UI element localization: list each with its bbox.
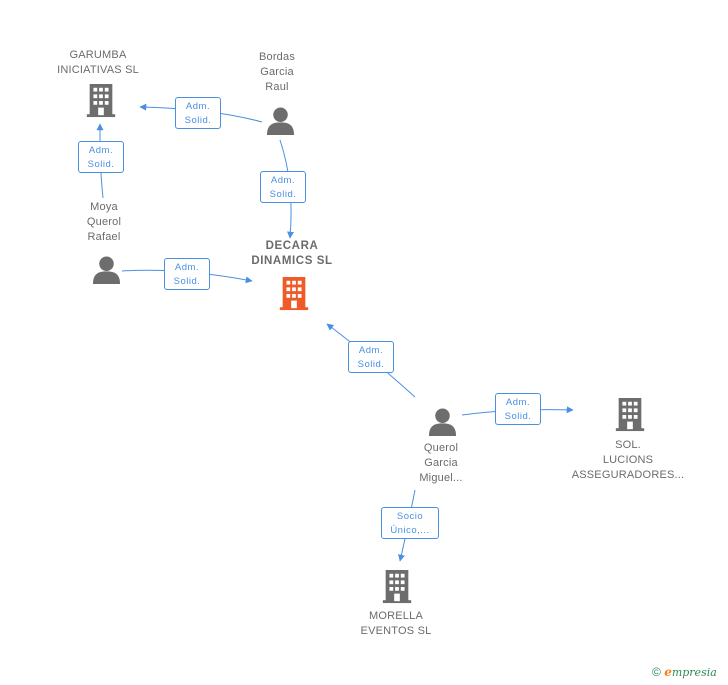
edge-label-querol-morella[interactable]: Socio Único,... <box>381 507 439 539</box>
sol-label-line-2: LUCIONS <box>602 454 654 466</box>
edge-label-line-1: Adm. <box>174 262 200 273</box>
decara-building-icon[interactable] <box>279 277 309 311</box>
edge-label-line-1: Adm. <box>185 101 211 112</box>
brand-logo-initial: e <box>664 665 672 679</box>
morella-label-line-2: EVENTOS SL <box>360 625 432 637</box>
querol-person-icon[interactable] <box>428 408 457 436</box>
edge-label-line-1: Adm. <box>270 175 296 186</box>
edge-label-moya-decara[interactable]: Adm. Solid. <box>164 258 210 290</box>
decara-label-line-2: DINAMICS SL <box>251 255 333 267</box>
edge-label-line-2: Solid. <box>357 359 385 370</box>
edge-lines <box>96 103 574 562</box>
querol-label-line-3: Miguel... <box>419 472 463 484</box>
decara-label-line-1: DECARA <box>265 240 319 252</box>
edge-label-moya-garumba[interactable]: Adm. Solid. <box>78 141 124 173</box>
garumba-label-line-1: GARUMBA <box>69 49 127 61</box>
moya-label[interactable]: Moya Querol Rafael <box>87 200 121 245</box>
edge-label-line-2: Único,... <box>390 525 430 536</box>
bordas-label[interactable]: Bordas Garcia Raul <box>259 50 295 95</box>
edge-label-line-1: Adm. <box>88 145 114 156</box>
edge-label-querol-sol[interactable]: Adm. Solid. <box>495 393 541 425</box>
morella-label[interactable]: MORELLA EVENTOS SL <box>361 609 432 639</box>
edge-label-bordas-garumba[interactable]: Adm. Solid. <box>175 97 221 129</box>
edge-label-line-2: Solid. <box>87 159 115 170</box>
brand-logo-text: mpresia <box>671 666 717 679</box>
edge-label-line-2: Solid. <box>269 189 297 200</box>
moya-label-line-3: Rafael <box>87 231 121 243</box>
edge-label-bordas-decara[interactable]: Adm. Solid. <box>260 171 306 203</box>
bordas-label-line-2: Garcia <box>260 66 294 78</box>
edge-label-line-1: Adm. <box>505 397 531 408</box>
decara-label[interactable]: DECARA DINAMICS SL <box>251 239 332 269</box>
morella-label-line-1: MORELLA <box>369 610 423 622</box>
edge-label-line-2: Solid. <box>184 115 212 126</box>
edge-label-line-1: Socio <box>396 511 424 522</box>
bordas-label-line-3: Raul <box>265 81 289 93</box>
moya-person-icon[interactable] <box>92 256 121 284</box>
moya-label-line-2: Querol <box>86 216 122 228</box>
sol-building-icon[interactable] <box>615 398 645 432</box>
edge-label-line-2: Solid. <box>173 276 201 287</box>
bordas-label-line-1: Bordas <box>258 51 296 63</box>
edge-label-line-1: Adm. <box>358 345 384 356</box>
edge-label-line-2: Solid. <box>504 411 532 422</box>
querol-label-line-2: Garcia <box>424 457 458 469</box>
brand-footer[interactable]: © empresia <box>652 665 717 679</box>
garumba-label[interactable]: GARUMBA INICIATIVAS SL <box>57 48 139 78</box>
morella-building-icon[interactable] <box>382 570 412 604</box>
copyright-symbol: © <box>652 665 661 679</box>
edge-label-querol-decara[interactable]: Adm. Solid. <box>348 341 394 373</box>
garumba-label-line-2: INICIATIVAS SL <box>57 64 139 76</box>
garumba-building-icon[interactable] <box>86 84 116 118</box>
sol-label-line-3: ASSEGURADORES... <box>571 469 685 481</box>
moya-label-line-1: Moya <box>90 201 118 213</box>
sol-label[interactable]: SOL. LUCIONS ASSEGURADORES... <box>572 438 685 483</box>
sol-label-line-1: SOL. <box>615 439 641 451</box>
bordas-person-icon[interactable] <box>266 107 295 135</box>
querol-label[interactable]: Querol Garcia Miguel... <box>419 441 462 486</box>
querol-label-line-1: Querol <box>423 442 459 454</box>
